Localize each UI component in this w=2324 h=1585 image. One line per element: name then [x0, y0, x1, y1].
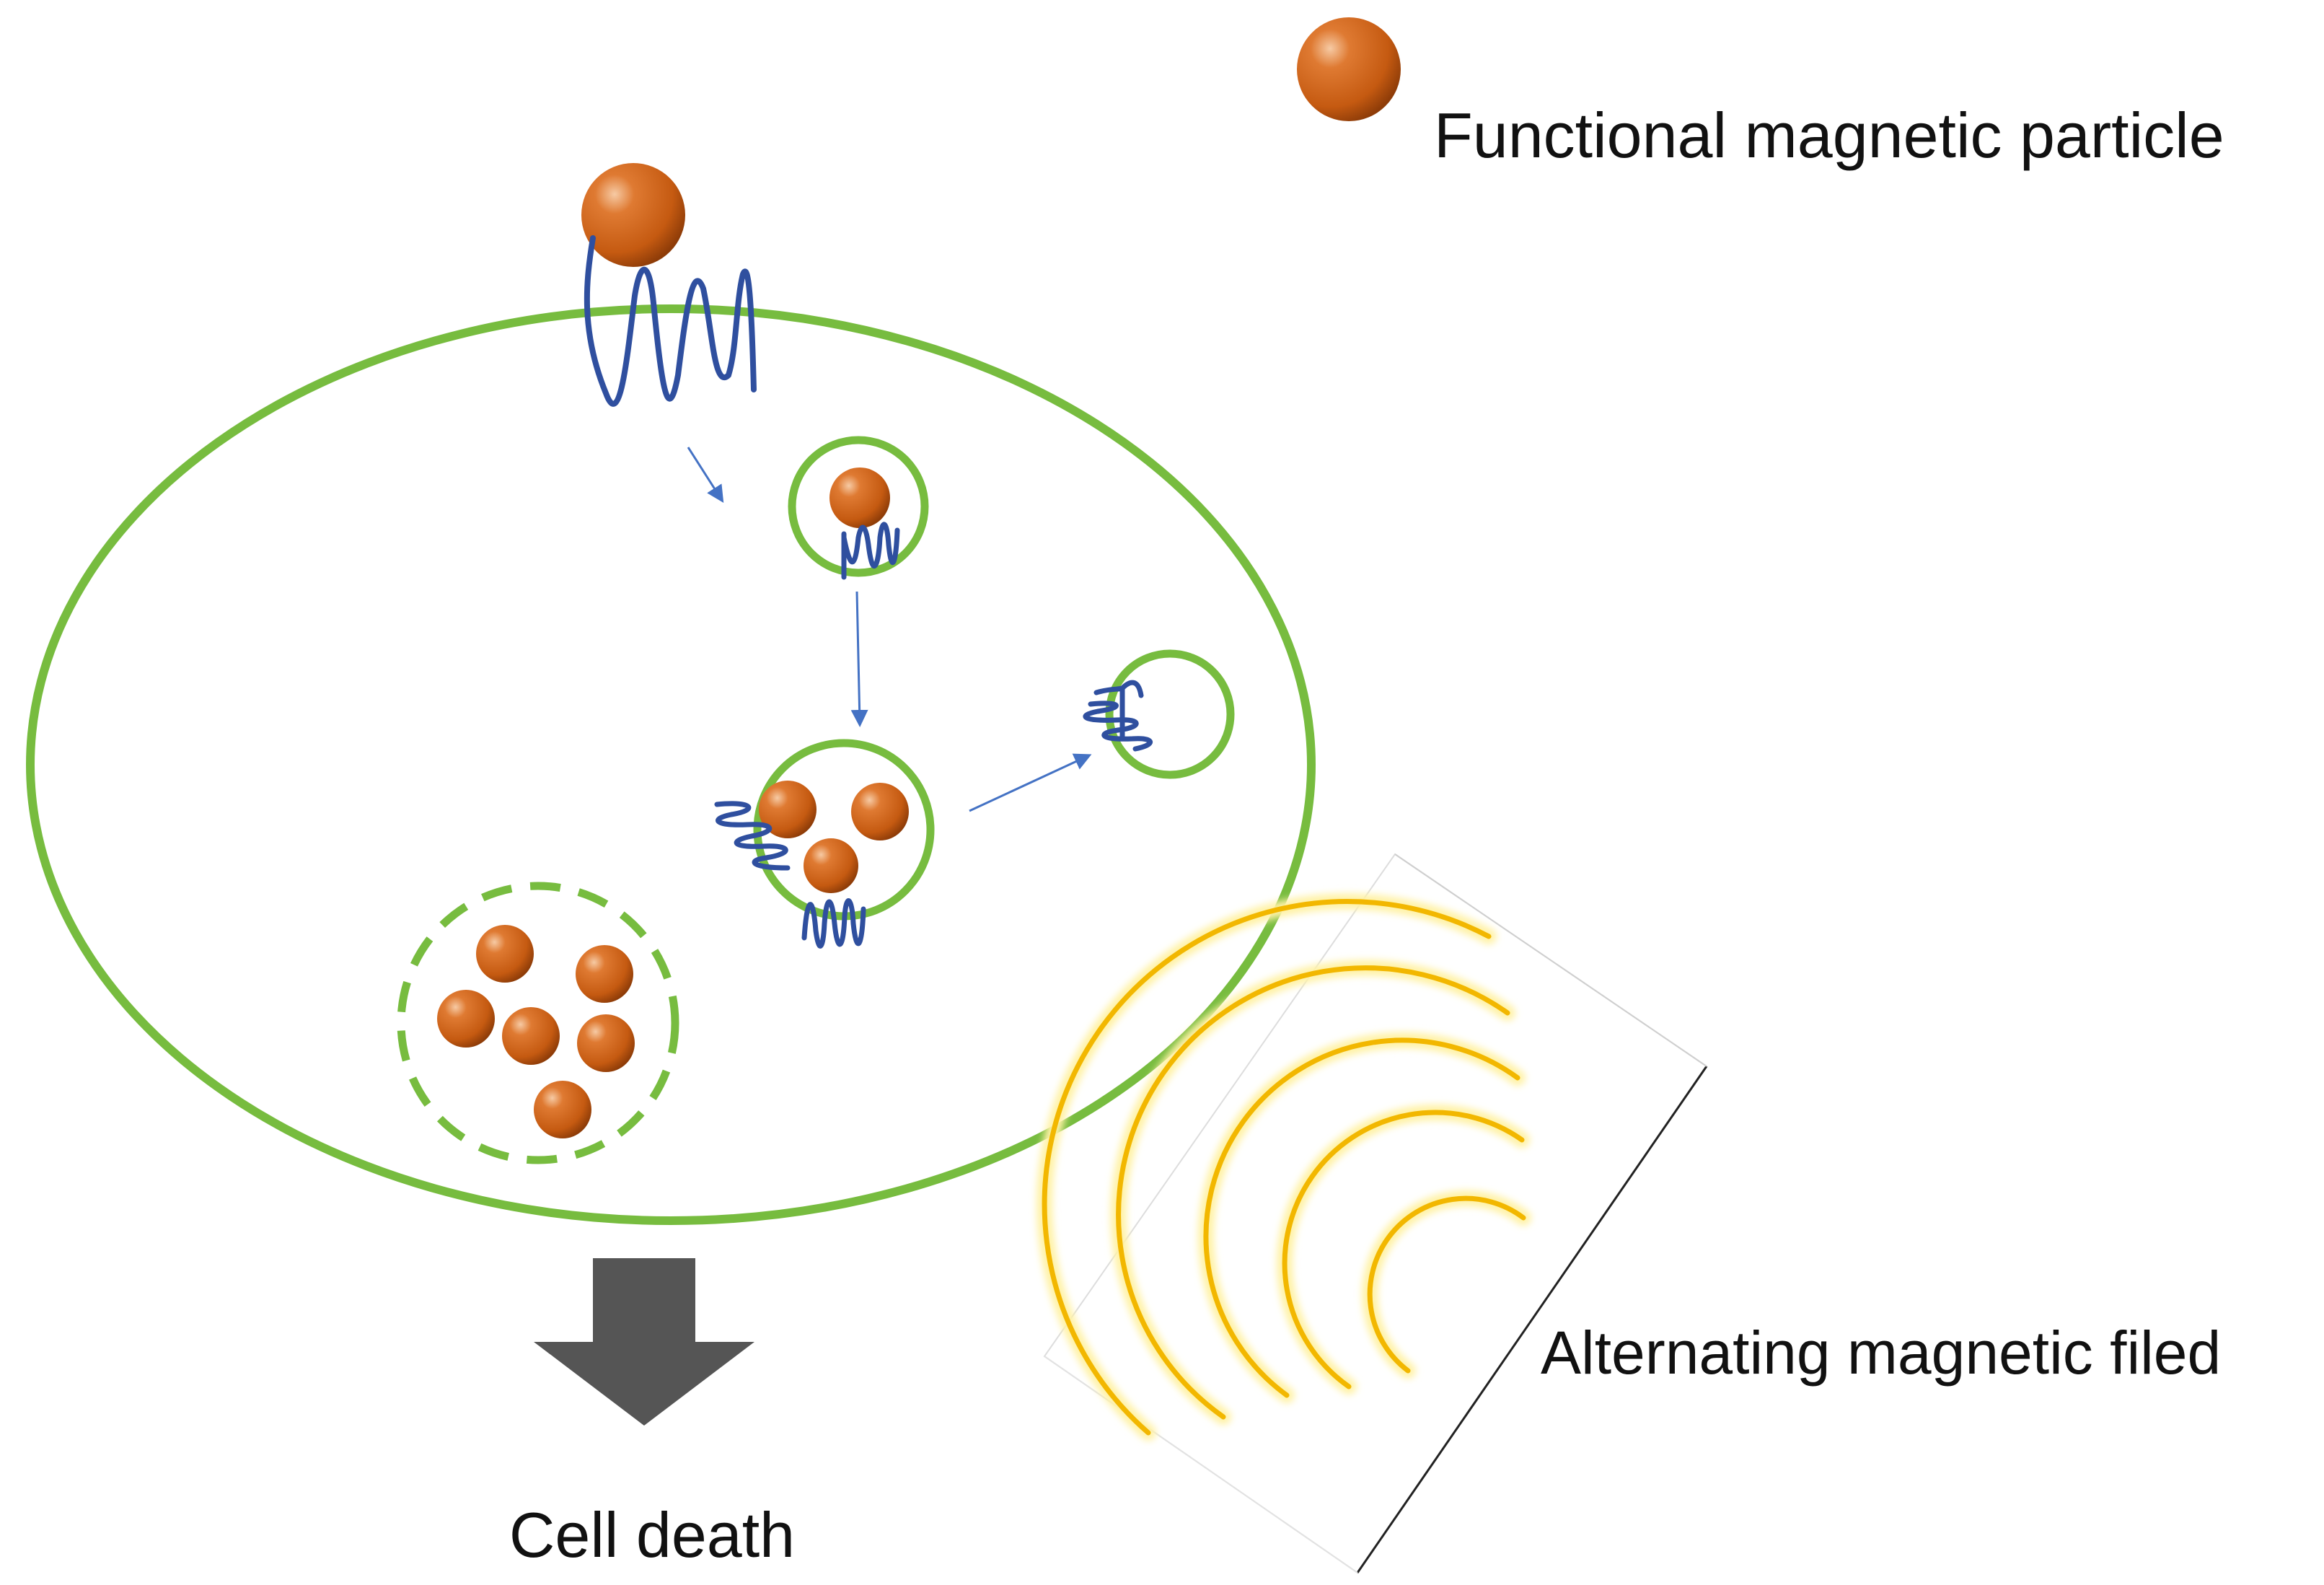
- legend-particle-icon: [1297, 17, 1401, 121]
- endosome-late: [714, 739, 935, 949]
- legend-particle-label: Functional magnetic particle: [1434, 100, 2224, 171]
- receptor-coil-icon: [584, 235, 757, 407]
- endosome-particle-icon: [829, 467, 890, 528]
- recycling-arrow: [969, 753, 1092, 812]
- down-arrow-icon: [534, 1258, 754, 1426]
- lysosome-particle-icon: [437, 990, 495, 1048]
- late-particle-icon: [804, 838, 858, 893]
- lysosome-particle-icon: [577, 1014, 635, 1072]
- endosome-early: [788, 436, 929, 580]
- binding-particle: [581, 163, 757, 407]
- magnetic-field-panel: [1036, 853, 1708, 1574]
- late-receptor-bottom-icon: [801, 898, 866, 949]
- bound-particle-icon: [581, 163, 685, 267]
- maturation-arrow: [850, 591, 868, 727]
- lysosome-particle-icon: [534, 1081, 591, 1138]
- lysosome-particle-icon: [576, 945, 633, 1003]
- recycling-vesicle: [1083, 649, 1235, 779]
- field-waves-icon: [1036, 893, 1531, 1441]
- cell-death-label: Cell death: [509, 1499, 795, 1571]
- late-particle-icon: [759, 781, 817, 838]
- late-receptor-left-icon: [714, 801, 791, 871]
- cell-membrane: [26, 304, 1316, 1225]
- recycled-receptor-icon: [1083, 680, 1153, 752]
- magnetic-field-label: Alternating magnetic filed: [1541, 1319, 2221, 1387]
- late-particle-icon: [851, 783, 909, 840]
- uptake-arrow: [687, 447, 724, 504]
- lysosome: [397, 882, 679, 1164]
- endosome-receptor-icon: [841, 522, 900, 580]
- lysosome-particle-icon: [476, 925, 534, 983]
- lysosome-particle-icon: [502, 1007, 560, 1065]
